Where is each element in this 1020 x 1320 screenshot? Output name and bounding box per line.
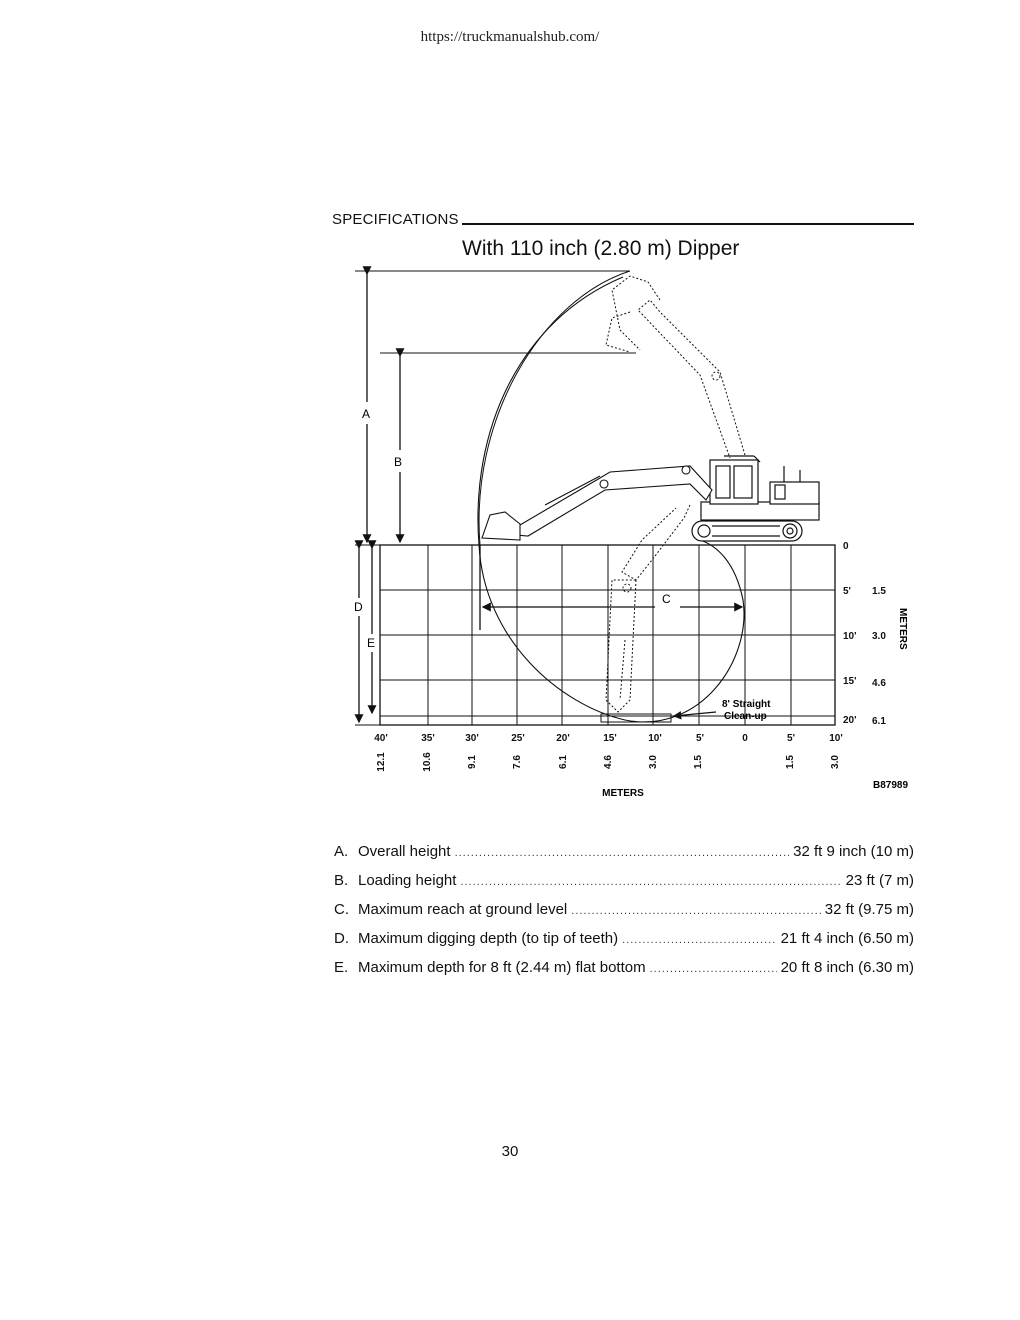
x-tick-feet: 15' bbox=[603, 733, 617, 744]
x-tick-feet: 10' bbox=[648, 733, 662, 744]
y-axis-label: METERS bbox=[897, 608, 908, 650]
section-rule bbox=[461, 223, 914, 225]
reach-grid bbox=[379, 544, 836, 726]
x-tick-feet: 0 bbox=[742, 733, 748, 744]
boom-ground-reach bbox=[481, 465, 713, 541]
x-axis-feet-labels: 40' 35' 30' 25' 20' 15' 10' 5' 0 5' 10' bbox=[374, 733, 843, 744]
spec-label: Maximum depth for 8 ft (2.44 m) flat bot… bbox=[358, 959, 646, 976]
spec-value: 21 ft 4 inch (6.50 m) bbox=[780, 930, 914, 947]
leader-dots bbox=[571, 905, 821, 917]
dimension-d-label: D bbox=[354, 600, 363, 614]
spec-row-loading-height: B. Loading height 23 ft (7 m) bbox=[334, 872, 914, 901]
x-tick-meters: 3.0 bbox=[830, 755, 841, 769]
x-tick-feet: 40' bbox=[374, 733, 388, 744]
x-tick-meters: 4.6 bbox=[603, 755, 614, 769]
spec-label: Overall height bbox=[358, 843, 451, 860]
spec-label: Maximum reach at ground level bbox=[358, 901, 568, 918]
spec-value: 32 ft 9 inch (10 m) bbox=[793, 843, 914, 860]
cleanup-label-line-1: 8' Straight bbox=[722, 699, 771, 710]
dimension-c-label: C bbox=[662, 592, 671, 606]
y-tick-meters: 3.0 bbox=[872, 631, 886, 642]
page-number: 30 bbox=[501, 1143, 519, 1160]
y-tick-feet: 20' bbox=[843, 715, 857, 726]
excavator-body bbox=[691, 455, 820, 542]
leader-dots bbox=[460, 876, 841, 888]
x-tick-feet: 10' bbox=[829, 733, 843, 744]
y-tick-feet: 0 bbox=[843, 541, 849, 552]
x-tick-meters: 9.1 bbox=[467, 755, 478, 769]
cleanup-label-line-2: Clean-up bbox=[724, 711, 767, 722]
x-tick-meters: 12.1 bbox=[376, 752, 387, 772]
leader-dots bbox=[650, 963, 777, 975]
section-heading: SPECIFICATIONS bbox=[332, 208, 914, 228]
x-tick-meters: 3.0 bbox=[648, 755, 659, 769]
spec-value: 23 ft (7 m) bbox=[845, 872, 914, 889]
source-url[interactable]: https://truckmanualshub.com/ bbox=[420, 29, 600, 45]
y-axis-meter-labels: 1.5 3.0 4.6 6.1 bbox=[872, 586, 886, 727]
x-tick-meters: 10.6 bbox=[422, 752, 433, 772]
x-tick-meters: 6.1 bbox=[558, 755, 569, 769]
specifications-list: A. Overall height 32 ft 9 inch (10 m) B.… bbox=[334, 843, 914, 988]
leader-dots bbox=[455, 847, 790, 859]
dimension-e-label: E bbox=[367, 636, 375, 650]
x-axis-label: METERS bbox=[602, 788, 644, 799]
x-tick-feet: 20' bbox=[556, 733, 570, 744]
boom-max-depth-dashed bbox=[605, 504, 691, 713]
y-tick-feet: 10' bbox=[843, 631, 857, 642]
spec-letter: D. bbox=[334, 930, 349, 947]
x-tick-meters: 1.5 bbox=[785, 755, 796, 769]
y-tick-meters: 1.5 bbox=[872, 586, 886, 597]
spec-letter: C. bbox=[334, 901, 349, 918]
figure-id: B87989 bbox=[873, 780, 908, 791]
spec-value: 32 ft (9.75 m) bbox=[824, 901, 914, 918]
y-tick-feet: 15' bbox=[843, 676, 857, 687]
spec-row-overall-height: A. Overall height 32 ft 9 inch (10 m) bbox=[334, 843, 914, 872]
spec-letter: B. bbox=[334, 872, 349, 889]
height-reference-lines bbox=[355, 270, 636, 726]
spec-row-max-digging-depth: D. Maximum digging depth (to tip of teet… bbox=[334, 930, 914, 959]
spec-row-max-reach: C. Maximum reach at ground level 32 ft (… bbox=[334, 901, 914, 930]
cleanup-flat-bottom bbox=[600, 713, 672, 723]
max-height-arc bbox=[478, 270, 631, 546]
boom-max-height-dashed bbox=[605, 275, 746, 459]
spec-letter: A. bbox=[334, 843, 349, 860]
y-tick-feet: 5' bbox=[843, 586, 851, 597]
diagram-title: With 110 inch (2.80 m) Dipper bbox=[462, 237, 740, 260]
spec-row-flat-bottom-depth: E. Maximum depth for 8 ft (2.44 m) flat … bbox=[334, 959, 914, 988]
y-axis-feet-labels: 0 5' 10' 15' 20' bbox=[843, 541, 857, 726]
x-tick-feet: 5' bbox=[696, 733, 704, 744]
section-title: SPECIFICATIONS bbox=[332, 211, 459, 228]
spec-value: 20 ft 8 inch (6.30 m) bbox=[780, 959, 914, 976]
x-tick-meters: 1.5 bbox=[693, 755, 704, 769]
spec-label: Maximum digging depth (to tip of teeth) bbox=[358, 930, 619, 947]
cleanup-pointer bbox=[672, 711, 717, 720]
y-tick-meters: 4.6 bbox=[872, 678, 886, 689]
x-tick-feet: 35' bbox=[421, 733, 435, 744]
spec-letter: E. bbox=[334, 959, 349, 976]
leader-dots bbox=[622, 934, 776, 946]
x-axis-meter-labels: 12.1 10.6 9.1 7.6 6.1 4.6 3.0 1.5 1.5 3.… bbox=[376, 752, 841, 772]
x-tick-meters: 7.6 bbox=[512, 755, 523, 769]
x-tick-feet: 5' bbox=[787, 733, 795, 744]
dimension-a-label: A bbox=[362, 407, 370, 421]
x-tick-feet: 30' bbox=[465, 733, 479, 744]
dimension-b-label: B bbox=[394, 455, 402, 469]
y-tick-meters: 6.1 bbox=[872, 716, 886, 727]
spec-label: Loading height bbox=[358, 872, 457, 889]
digging-envelope-curve bbox=[477, 276, 745, 723]
x-tick-feet: 25' bbox=[511, 733, 525, 744]
